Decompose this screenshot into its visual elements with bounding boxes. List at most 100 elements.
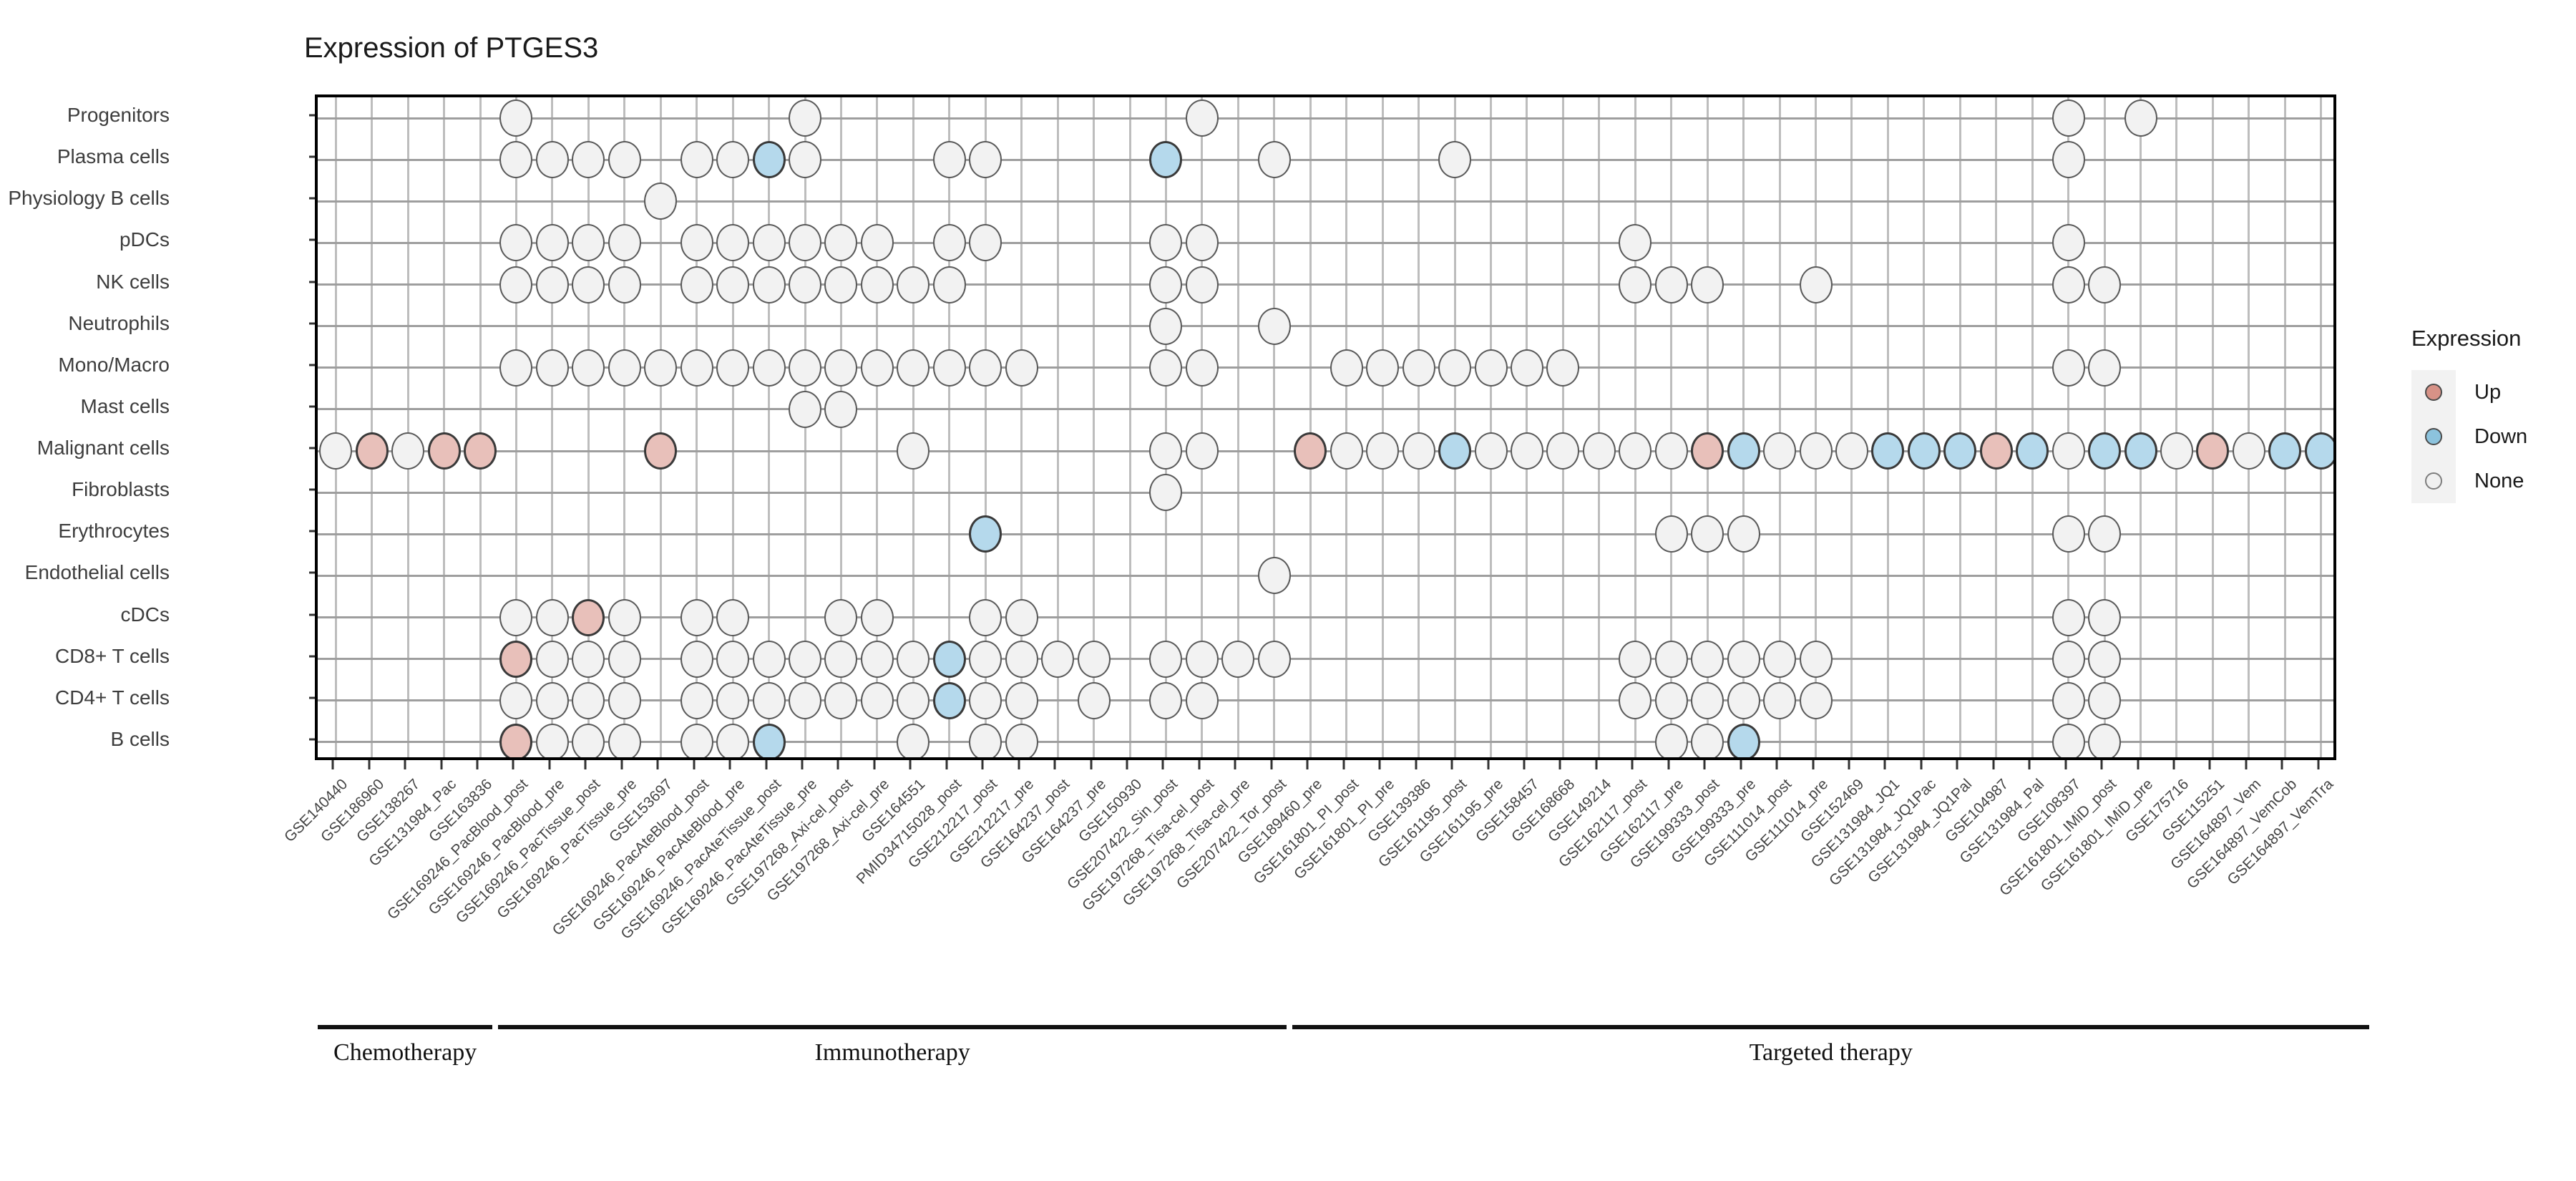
expression-dot[interactable] <box>1763 640 1797 678</box>
expression-dot[interactable] <box>608 598 641 636</box>
expression-dot[interactable] <box>1294 432 1327 470</box>
expression-dot[interactable] <box>1005 349 1038 387</box>
expression-dot[interactable] <box>1438 141 1472 179</box>
expression-dot[interactable] <box>1330 349 1363 387</box>
expression-dot[interactable] <box>932 224 966 262</box>
expression-dot[interactable] <box>535 224 569 262</box>
expression-dot[interactable] <box>535 681 569 719</box>
expression-dot[interactable] <box>2268 432 2302 470</box>
expression-dot[interactable] <box>1149 266 1183 303</box>
expression-dot[interactable] <box>572 141 605 179</box>
expression-dot[interactable] <box>535 640 569 678</box>
expression-dot[interactable] <box>1005 723 1038 757</box>
expression-dot[interactable] <box>499 723 533 757</box>
expression-dot[interactable] <box>1763 432 1797 470</box>
expression-dot[interactable] <box>716 640 750 678</box>
expression-dot[interactable] <box>1979 432 2013 470</box>
expression-dot[interactable] <box>2088 266 2122 303</box>
expression-dot[interactable] <box>932 640 966 678</box>
expression-dot[interactable] <box>860 349 894 387</box>
expression-dot[interactable] <box>1185 640 1219 678</box>
expression-dot[interactable] <box>499 598 533 636</box>
expression-dot[interactable] <box>2232 432 2265 470</box>
expression-dot[interactable] <box>1619 681 1652 719</box>
expression-dot[interactable] <box>427 432 461 470</box>
expression-dot[interactable] <box>1727 432 1760 470</box>
expression-dot[interactable] <box>1474 432 1508 470</box>
expression-dot[interactable] <box>860 681 894 719</box>
expression-dot[interactable] <box>932 266 966 303</box>
expression-dot[interactable] <box>752 224 786 262</box>
expression-dot[interactable] <box>716 723 750 757</box>
expression-dot[interactable] <box>499 640 533 678</box>
expression-dot[interactable] <box>789 99 822 137</box>
expression-dot[interactable] <box>2051 681 2085 719</box>
expression-dot[interactable] <box>716 266 750 303</box>
expression-dot[interactable] <box>2051 640 2085 678</box>
expression-dot[interactable] <box>752 723 786 757</box>
expression-dot[interactable] <box>1654 266 1688 303</box>
expression-dot[interactable] <box>860 598 894 636</box>
expression-dot[interactable] <box>716 141 750 179</box>
expression-dot[interactable] <box>1510 432 1543 470</box>
expression-dot[interactable] <box>1727 515 1760 553</box>
expression-dot[interactable] <box>2088 598 2122 636</box>
expression-dot[interactable] <box>1727 723 1760 757</box>
expression-dot[interactable] <box>2051 141 2085 179</box>
expression-dot[interactable] <box>1799 640 1833 678</box>
expression-dot[interactable] <box>1654 681 1688 719</box>
expression-dot[interactable] <box>2088 723 2122 757</box>
expression-dot[interactable] <box>1654 723 1688 757</box>
expression-dot[interactable] <box>824 640 858 678</box>
expression-dot[interactable] <box>1619 266 1652 303</box>
expression-dot[interactable] <box>1943 432 1977 470</box>
expression-dot[interactable] <box>1546 349 1580 387</box>
expression-dot[interactable] <box>1077 681 1111 719</box>
expression-dot[interactable] <box>1257 640 1291 678</box>
expression-dot[interactable] <box>572 640 605 678</box>
expression-dot[interactable] <box>2304 432 2333 470</box>
expression-dot[interactable] <box>932 681 966 719</box>
expression-dot[interactable] <box>824 681 858 719</box>
expression-dot[interactable] <box>1149 141 1183 179</box>
expression-dot[interactable] <box>1619 224 1652 262</box>
expression-dot[interactable] <box>499 681 533 719</box>
expression-dot[interactable] <box>2088 681 2122 719</box>
legend-item[interactable]: Up <box>2411 370 2569 414</box>
expression-dot[interactable] <box>752 681 786 719</box>
expression-dot[interactable] <box>1185 224 1219 262</box>
expression-dot[interactable] <box>824 224 858 262</box>
expression-dot[interactable] <box>789 141 822 179</box>
expression-dot[interactable] <box>1366 349 1400 387</box>
expression-dot[interactable] <box>969 515 1002 553</box>
expression-dot[interactable] <box>1402 432 1435 470</box>
expression-dot[interactable] <box>969 598 1002 636</box>
expression-dot[interactable] <box>2051 349 2085 387</box>
expression-dot[interactable] <box>1691 432 1724 470</box>
expression-dot[interactable] <box>1654 640 1688 678</box>
expression-dot[interactable] <box>1185 349 1219 387</box>
expression-dot[interactable] <box>680 640 713 678</box>
expression-dot[interactable] <box>897 640 930 678</box>
expression-dot[interactable] <box>897 266 930 303</box>
expression-dot[interactable] <box>2124 99 2157 137</box>
expression-dot[interactable] <box>1185 432 1219 470</box>
expression-dot[interactable] <box>1871 432 1905 470</box>
expression-dot[interactable] <box>535 266 569 303</box>
expression-dot[interactable] <box>932 141 966 179</box>
expression-dot[interactable] <box>499 349 533 387</box>
expression-dot[interactable] <box>680 224 713 262</box>
expression-dot[interactable] <box>1185 681 1219 719</box>
expression-dot[interactable] <box>752 640 786 678</box>
expression-dot[interactable] <box>391 432 425 470</box>
expression-dot[interactable] <box>680 266 713 303</box>
expression-dot[interactable] <box>1727 640 1760 678</box>
expression-dot[interactable] <box>2160 432 2193 470</box>
expression-dot[interactable] <box>2051 99 2085 137</box>
expression-dot[interactable] <box>1691 515 1724 553</box>
expression-dot[interactable] <box>1005 598 1038 636</box>
expression-dot[interactable] <box>1691 266 1724 303</box>
expression-dot[interactable] <box>860 266 894 303</box>
expression-dot[interactable] <box>2196 432 2230 470</box>
expression-dot[interactable] <box>824 598 858 636</box>
